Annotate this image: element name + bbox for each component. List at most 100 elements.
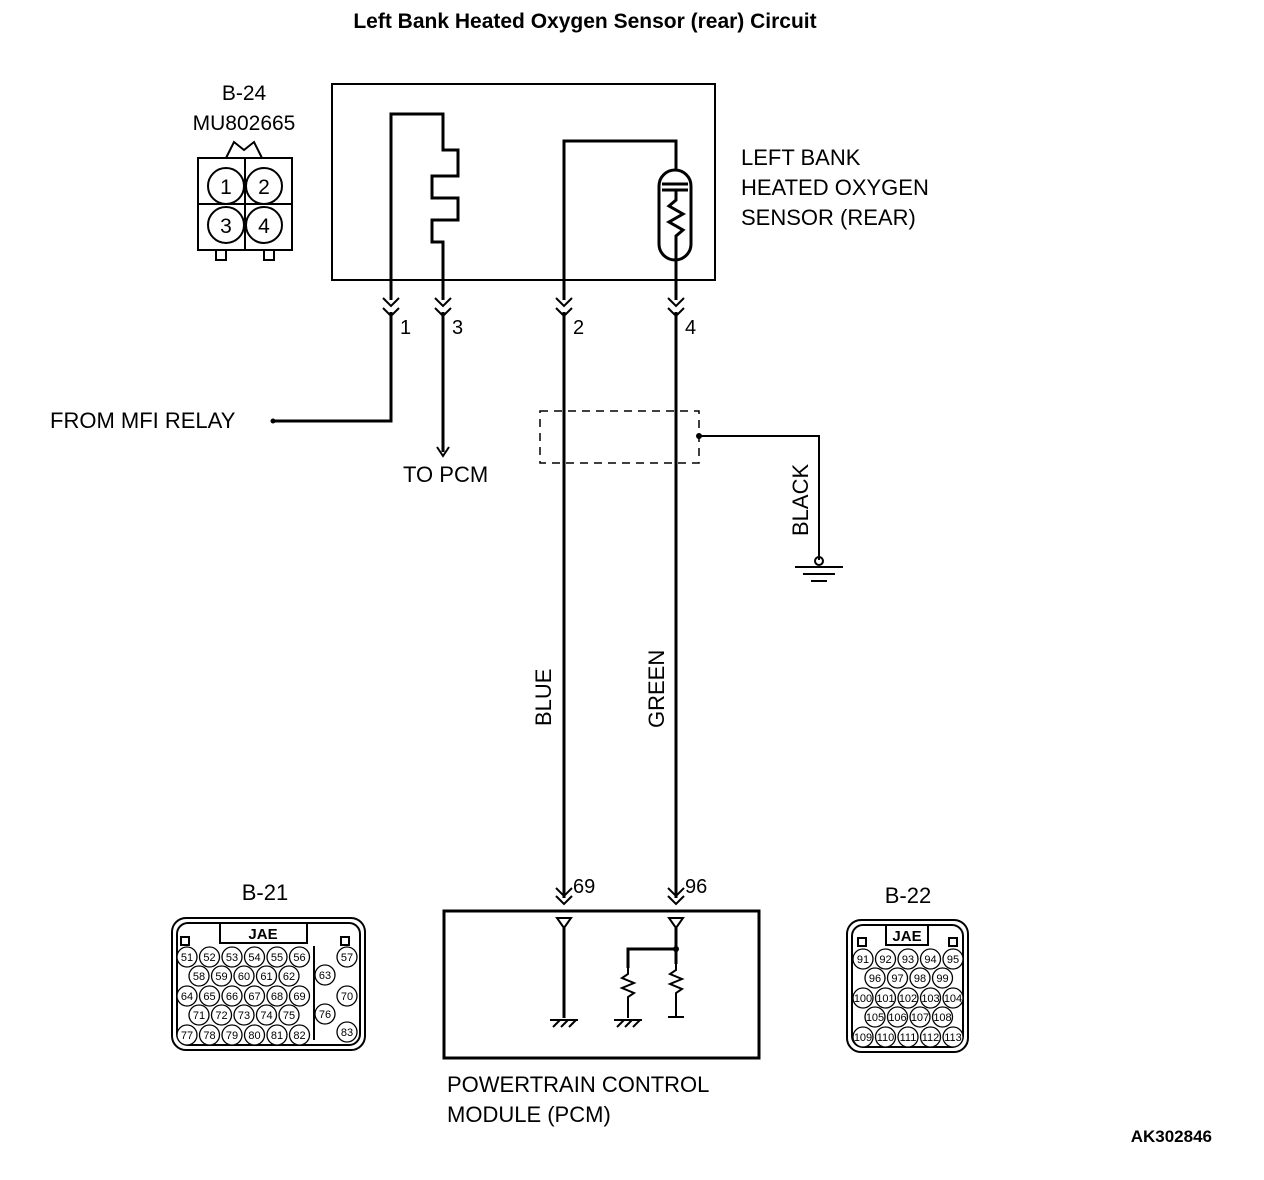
connector-pin — [336, 946, 358, 968]
sensing-element-icon — [657, 168, 693, 300]
connector-b24-part-number: MU802665 — [193, 112, 296, 135]
connector-pin — [198, 1024, 221, 1046]
connector-pin — [266, 946, 288, 968]
wire-color-blue: BLUE — [531, 669, 556, 726]
connector-pin — [243, 985, 266, 1007]
connector-pin-label: 110 — [877, 1032, 895, 1044]
connector-pin-label: 75 — [283, 1010, 295, 1022]
connector-pin-label: 52 — [203, 952, 215, 964]
figure-id: AK302846 — [1131, 1127, 1212, 1146]
wire-color-black: BLACK — [788, 464, 813, 536]
connector-b24-id: B-24 — [222, 82, 267, 105]
connector-pin-label: 54 — [248, 952, 260, 964]
connector-pin-label: 78 — [203, 1030, 215, 1042]
connector-pin-label: 51 — [181, 952, 193, 964]
wire-color-green: GREEN — [644, 650, 669, 728]
connector-pin-label: 95 — [947, 954, 959, 966]
connector-pin — [919, 987, 942, 1009]
sensor-label-line-3: SENSOR (REAR) — [741, 205, 916, 230]
pcm-label-line-2: MODULE (PCM) — [447, 1102, 611, 1127]
connector-pin — [874, 1026, 897, 1048]
connector-b21-id: B-21 — [242, 880, 288, 905]
connector-pin-label: 71 — [193, 1010, 205, 1022]
ground-node — [814, 556, 824, 566]
wire-black — [699, 435, 820, 560]
connector-pin-label: 73 — [238, 1010, 250, 1022]
connector-pin-label: 69 — [293, 991, 305, 1003]
connector-pin-label: 76 — [319, 1009, 331, 1021]
connector-pin — [243, 946, 266, 968]
connector-pin — [874, 987, 897, 1009]
connector-pin-label: 106 — [888, 1012, 906, 1024]
pcm-box — [442, 909, 761, 1060]
connector-pin-label: 55 — [271, 952, 283, 964]
connector-pin-label: 97 — [891, 973, 903, 985]
connector-pin-label: 60 — [238, 971, 250, 983]
connector-pin-label: 96 — [869, 973, 881, 985]
connector-pin-label: 94 — [924, 954, 936, 966]
terminal-2-label: 2 — [573, 317, 584, 339]
connector-pin — [919, 1026, 942, 1048]
pcm-terminal-96: 96 — [685, 876, 707, 898]
connector-pin — [288, 985, 311, 1007]
connector-pin — [278, 965, 300, 987]
connector-pin — [176, 1024, 198, 1046]
connector-b22-brand: JAE — [892, 928, 921, 945]
sensor-label-line-2: HEATED OXYGEN — [741, 175, 929, 200]
connector-pin — [864, 1006, 886, 1028]
pcm-entry-chevrons — [555, 887, 685, 906]
pcm-label-line-1: POWERTRAIN CONTROL — [447, 1072, 709, 1097]
sensor-wire-2 — [562, 139, 678, 300]
connector-pin-label: 67 — [248, 991, 260, 1003]
connector-pin-label: 111 — [900, 1032, 917, 1044]
connector-pin — [233, 965, 255, 987]
wire-end-dot — [270, 418, 276, 424]
connector-pin — [931, 967, 954, 989]
connector-pin — [942, 987, 964, 1009]
connector-b24-face — [197, 140, 293, 261]
connector-pin — [897, 1026, 919, 1048]
connector-pin — [314, 964, 336, 986]
connector-pin-label: 58 — [193, 971, 205, 983]
connector-pin-label: 107 — [911, 1012, 929, 1024]
connector-pin-label: 102 — [899, 993, 917, 1005]
connector-pin-label: 109 — [854, 1032, 872, 1044]
connector-pin — [336, 1021, 358, 1043]
connector-pin-label: 59 — [215, 971, 227, 983]
connector-pin-label: 113 — [944, 1032, 962, 1044]
connector-pin-label: 56 — [293, 952, 305, 964]
connector-pin-label: 70 — [341, 991, 353, 1003]
connector-pin-label: 101 — [876, 993, 894, 1005]
connector-pin — [198, 946, 221, 968]
connector-pin-label: 93 — [902, 954, 914, 966]
connector-pin — [886, 1006, 909, 1028]
connector-pin — [288, 1024, 311, 1046]
connector-pin-label: 74 — [260, 1010, 272, 1022]
connector-pin-label: 61 — [260, 971, 272, 983]
b24-pin-2: 2 — [258, 176, 270, 199]
connector-pin — [255, 965, 278, 987]
wire-mfi-relay — [274, 312, 393, 423]
connector-pin — [931, 1006, 954, 1028]
connector-pin — [210, 1004, 233, 1026]
connector-pin-label: 99 — [936, 973, 948, 985]
connector-pin — [909, 967, 931, 989]
connector-pin — [188, 1004, 210, 1026]
connector-b21-brand: JAE — [248, 926, 277, 943]
connector-pin-label: 63 — [319, 970, 331, 982]
connector-pin-label: 105 — [866, 1012, 884, 1024]
connector-b22-face — [846, 919, 969, 1053]
connector-pin — [886, 967, 909, 989]
connector-pin — [221, 985, 243, 1007]
connector-pin-label: 82 — [293, 1030, 305, 1042]
connector-pin — [198, 985, 221, 1007]
connector-pin-label: 92 — [879, 954, 891, 966]
connector-pin — [909, 1006, 931, 1028]
sensor-box — [331, 83, 716, 281]
arrow-down-icon — [436, 446, 450, 458]
connector-pin-label: 77 — [181, 1030, 193, 1042]
terminal-3-label: 3 — [452, 317, 463, 339]
connector-pin — [266, 985, 288, 1007]
connector-pin — [874, 948, 897, 970]
